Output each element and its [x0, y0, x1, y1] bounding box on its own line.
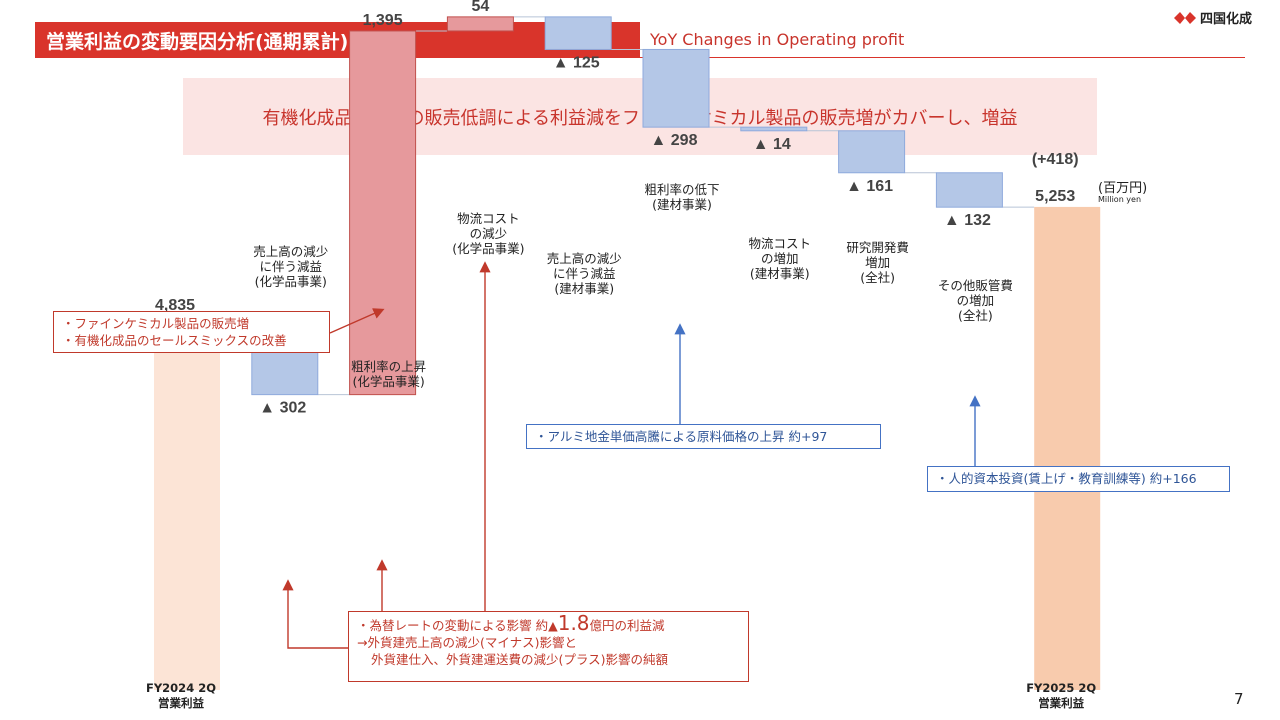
- arrow-chem-callout: [329, 308, 385, 334]
- bar-description-label: (建材事業): [554, 281, 614, 296]
- bar-description-label: (建材事業): [750, 266, 810, 281]
- decrease-bar: [544, 16, 612, 50]
- callout-human-capital: ・人的資本投資(賃上げ・教育訓練等) 約+166: [927, 466, 1230, 492]
- callout-fx-line3: 外貨建仕入、外貨建運送費の減少(プラス)影響の純額: [371, 652, 669, 667]
- callout-chem-line1: ・ファインケミカル製品の販売増: [62, 316, 250, 331]
- total-value-label: 5,253: [1035, 188, 1075, 205]
- bar-description-label: (化学品事業): [452, 241, 524, 256]
- company-logo: 四国化成: [1174, 8, 1252, 27]
- bar-description-label: に伴う減益: [553, 266, 616, 281]
- bar-description-label: 売上高の減少: [547, 251, 622, 266]
- bar-description-label: (全社): [860, 270, 895, 285]
- increase-bar: [349, 30, 417, 396]
- bar-description-label: (化学品事業): [255, 274, 327, 289]
- bar-description-label: の増加: [957, 293, 995, 308]
- category-label: 営業利益: [158, 696, 204, 710]
- page-title: 営業利益の変動要因分析(通期累計): [46, 31, 349, 53]
- increase-value-label: 54: [472, 0, 490, 15]
- bar-description-label: 粗利率の上昇: [351, 359, 426, 374]
- arrow-fx-to-decrease: [282, 579, 348, 649]
- bar-description-label: 粗利率の低下: [644, 182, 719, 197]
- summary-text: 有機化成品、建材の販売低調による利益減をファインケミカル製品の販売増がカバーし、…: [262, 108, 1018, 129]
- callout-fx-impact: ・為替レートの変動による影響 約▲1.8億円の利益減 →外貨建売上高の減少(マイ…: [348, 611, 749, 682]
- bar-description-label: (化学品事業): [352, 374, 424, 389]
- title-bar: [35, 22, 640, 58]
- change-label: (+418): [1032, 151, 1079, 168]
- bar-description-label: の減少: [470, 226, 508, 241]
- bar-description-label: の増加: [761, 251, 799, 266]
- unit-label: (百万円): [1098, 181, 1148, 196]
- total-value-label: 4,835: [155, 297, 195, 314]
- callout-fine-chemical: ・ファインケミカル製品の販売増 ・有機化成品のセールスミックスの改善: [53, 311, 330, 353]
- callout-fx-line1b: 億円の利益減: [589, 618, 665, 633]
- increase-bar: [446, 16, 514, 32]
- callout-fx-line2: →外貨建売上高の減少(マイナス)影響と: [357, 635, 577, 650]
- bar-description-label: 増加: [865, 255, 890, 270]
- decrease-bar: [642, 48, 710, 128]
- total-bar: [1034, 206, 1101, 690]
- bar-description-label: その他販管費: [938, 278, 1013, 293]
- bar-description-label: 売上高の減少: [253, 244, 328, 259]
- callout-fx-amount: 1.8: [557, 611, 590, 635]
- decrease-value-label: ▲ 125: [553, 54, 600, 71]
- callout-chem-line2: ・有機化成品のセールスミックスの改善: [62, 333, 287, 348]
- page-subtitle: YoY Changes in Operating profit: [650, 30, 905, 49]
- decrease-bar: [740, 126, 808, 132]
- category-label: FY2024 2Q: [146, 681, 216, 695]
- bar-description-label: (建材事業): [652, 197, 712, 212]
- decrease-value-label: ▲ 298: [651, 132, 698, 149]
- summary-banner: [183, 78, 1097, 155]
- bar-description-label: に伴う減益: [260, 259, 323, 274]
- increase-value-label: 1,395: [363, 12, 403, 29]
- callout-aluminum: ・アルミ地金単価高騰による原料価格の上昇 約+97: [526, 424, 881, 449]
- bar-description-label: 研究開発費: [846, 240, 909, 255]
- decrease-bar: [838, 130, 906, 174]
- logo-text: 四国化成: [1200, 12, 1253, 27]
- page-number: 7: [1234, 690, 1244, 708]
- decrease-value-label: ▲ 132: [944, 212, 991, 229]
- bar-description-label: (全社): [958, 308, 993, 323]
- bar-description-label: 物流コスト: [457, 211, 520, 226]
- decrease-bar: [935, 172, 1003, 208]
- callout-fx-line1a: ・為替レートの変動による影響 約▲: [357, 618, 558, 633]
- total-bar: [154, 315, 220, 690]
- category-label: 営業利益: [1038, 696, 1084, 710]
- decrease-value-label: ▲ 14: [753, 136, 791, 153]
- decrease-value-label: ▲ 302: [259, 400, 306, 417]
- logo-mark-icon: [1174, 11, 1196, 24]
- unit-sublabel: Million yen: [1098, 195, 1142, 204]
- decrease-value-label: ▲ 161: [846, 178, 893, 195]
- header-rule: [640, 57, 1245, 58]
- category-label: FY2025 2Q: [1026, 681, 1096, 695]
- bar-description-label: 物流コスト: [749, 236, 812, 251]
